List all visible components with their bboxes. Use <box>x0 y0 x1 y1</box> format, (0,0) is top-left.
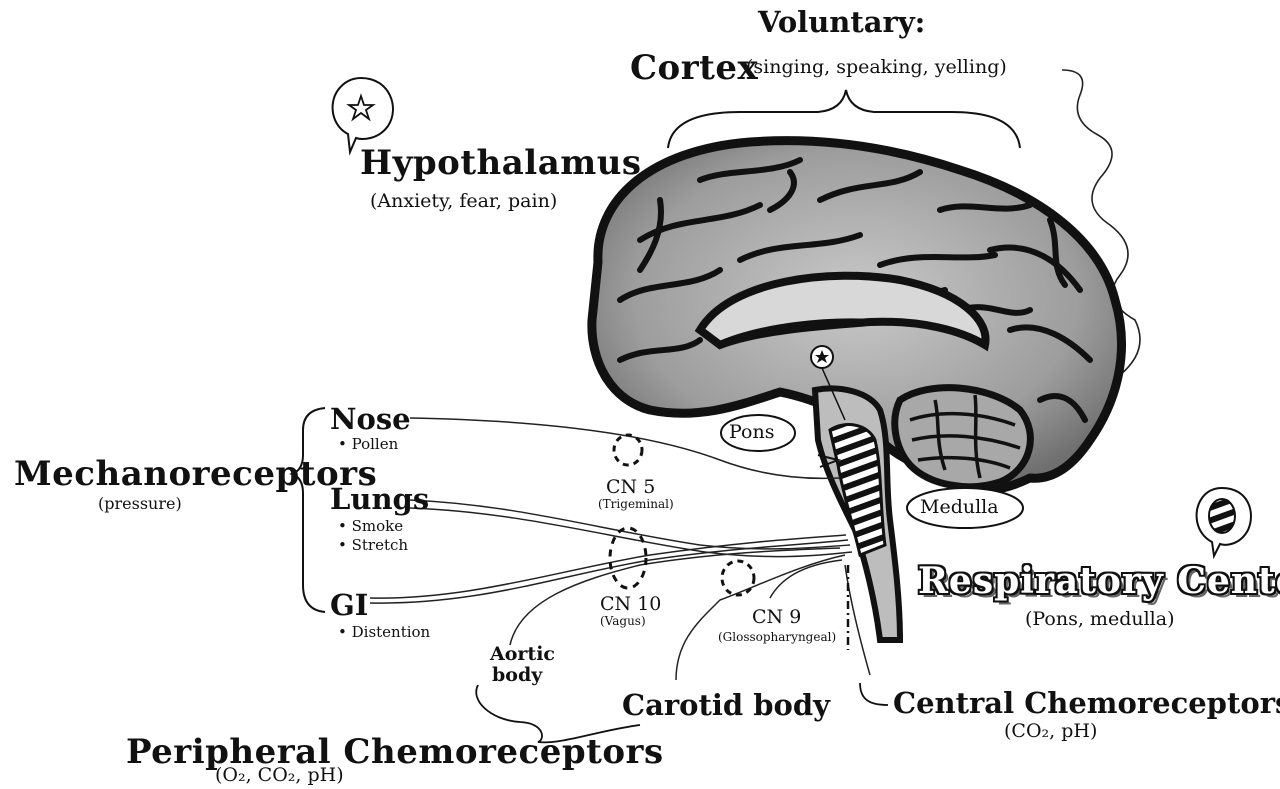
cortex-title: Cortex <box>630 48 758 88</box>
distention-item: • Distention <box>338 623 430 641</box>
aortic-label-line2: body <box>492 664 542 686</box>
hypothalamus-note: (Anxiety, fear, pain) <box>370 190 557 212</box>
peripheral-chemoreceptors-note: (O₂, CO₂, pH) <box>215 764 344 786</box>
cn10-note: (Vagus) <box>600 614 646 628</box>
gi-nerve-2 <box>370 535 846 598</box>
cn5-note: (Trigeminal) <box>598 497 674 511</box>
mechanoreceptors-title: Mechanoreceptors <box>14 454 377 494</box>
cn9-note: (Glossopharyngeal) <box>718 630 836 644</box>
cn5-circle <box>614 435 642 465</box>
peripheral-chemoreceptors-title: Peripheral Chemoreceptors <box>126 732 664 772</box>
cn10-circle <box>610 528 646 588</box>
central-bracket <box>860 683 888 705</box>
central-chemoreceptors-title: Central Chemoreceptors <box>893 686 1280 720</box>
hypothalamus-title: Hypothalamus <box>360 143 642 183</box>
respiratory-center-title: Respiratory Center <box>918 560 1280 602</box>
cortex-brace <box>668 90 1020 148</box>
cn5-label: CN 5 <box>606 476 655 498</box>
voluntary-label: Voluntary: <box>758 5 925 39</box>
lungs-label: Lungs <box>330 482 429 516</box>
gi-label: GI <box>330 588 368 622</box>
cortex-note: (singing, speaking, yelling) <box>746 56 1007 78</box>
striped-oval-icon <box>1209 499 1235 533</box>
cn9-label: CN 9 <box>752 606 801 628</box>
medulla-label: Medulla <box>920 496 999 518</box>
central-chemoreceptors-note: (CO₂, pH) <box>1004 720 1097 742</box>
stretch-item: • Stretch <box>338 536 408 554</box>
carotid-body-label: Carotid body <box>622 688 830 722</box>
nose-label: Nose <box>330 402 411 436</box>
mechanoreceptors-brace <box>292 408 325 612</box>
mechanoreceptors-note: (pressure) <box>98 494 182 513</box>
pons-label: Pons <box>729 421 774 443</box>
cn9-circle <box>722 561 754 595</box>
cn10-label: CN 10 <box>600 593 661 615</box>
pollen-item: • Pollen <box>338 435 398 453</box>
smoke-item: • Smoke <box>338 517 403 535</box>
aortic-label-line1: Aortic <box>490 643 555 665</box>
respiratory-center-note: (Pons, medulla) <box>1025 608 1175 630</box>
